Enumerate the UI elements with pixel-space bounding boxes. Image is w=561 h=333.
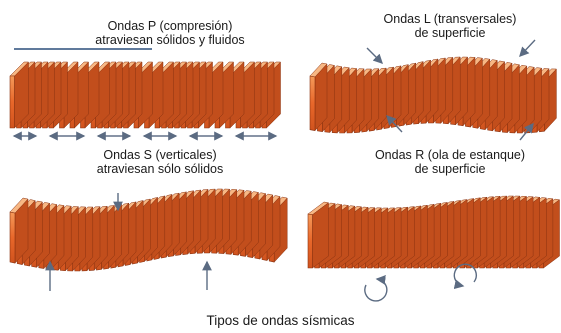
p-wave-title-line2: atraviesan sólidos y fluidos: [95, 33, 245, 47]
p-wave-title-line1: Ondas P (compresión): [107, 19, 233, 33]
slab: [309, 62, 328, 132]
l-wave-arrows: [366, 39, 536, 141]
slab: [307, 201, 330, 269]
s-wave-title-line1: Ondas S (verticales): [103, 148, 217, 162]
slab: [9, 197, 29, 264]
r-wave-title-line2: de superficie: [414, 162, 486, 176]
slab: [9, 61, 30, 129]
r-wave-rotation-arrows: [364, 263, 477, 302]
l-wave-title-line2: de superficie: [414, 26, 486, 40]
s-wave-title-line2: atraviesan sólo sólidos: [96, 162, 224, 176]
figure-caption: Tipos de ondas sísmicas: [206, 313, 355, 328]
p-wave-block: [9, 61, 282, 129]
l-wave-title-line1: Ondas L (transversales): [383, 12, 517, 26]
r-wave-title: Ondas R (ola de estanque) de superficie: [340, 148, 560, 176]
s-wave-block: [9, 188, 288, 272]
s-wave-arrows: [45, 193, 212, 291]
l-wave-block: [309, 56, 557, 134]
s-wave-title: Ondas S (verticales) atraviesan sólo sól…: [40, 148, 280, 176]
r-wave-title-line1: Ondas R (ola de estanque): [374, 148, 526, 162]
r-wave-block: [307, 195, 561, 269]
p-wave-title: Ondas P (compresión) atraviesan sólidos …: [30, 19, 310, 47]
l-wave-title: Ondas L (transversales) de superficie: [350, 12, 550, 40]
